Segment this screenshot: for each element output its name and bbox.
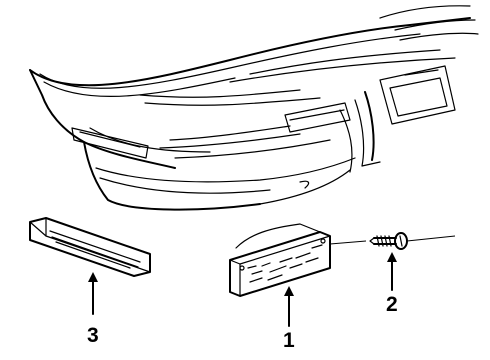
mounting-screw-part: [369, 232, 408, 250]
svg-text:2: 2: [386, 293, 398, 316]
side-marker-lamp-part: [229, 223, 331, 297]
lamp-leader-line: [329, 240, 367, 245]
callout-1: 1: [283, 286, 295, 352]
reflector-part: [29, 217, 151, 277]
rear-bumper-fascia: [29, 5, 479, 211]
svg-text:1: 1: [283, 329, 295, 352]
svg-text:3: 3: [87, 324, 99, 347]
callout-3: 3: [87, 272, 99, 347]
callout-2: 2: [386, 252, 398, 316]
screw-leader-line: [406, 235, 456, 242]
